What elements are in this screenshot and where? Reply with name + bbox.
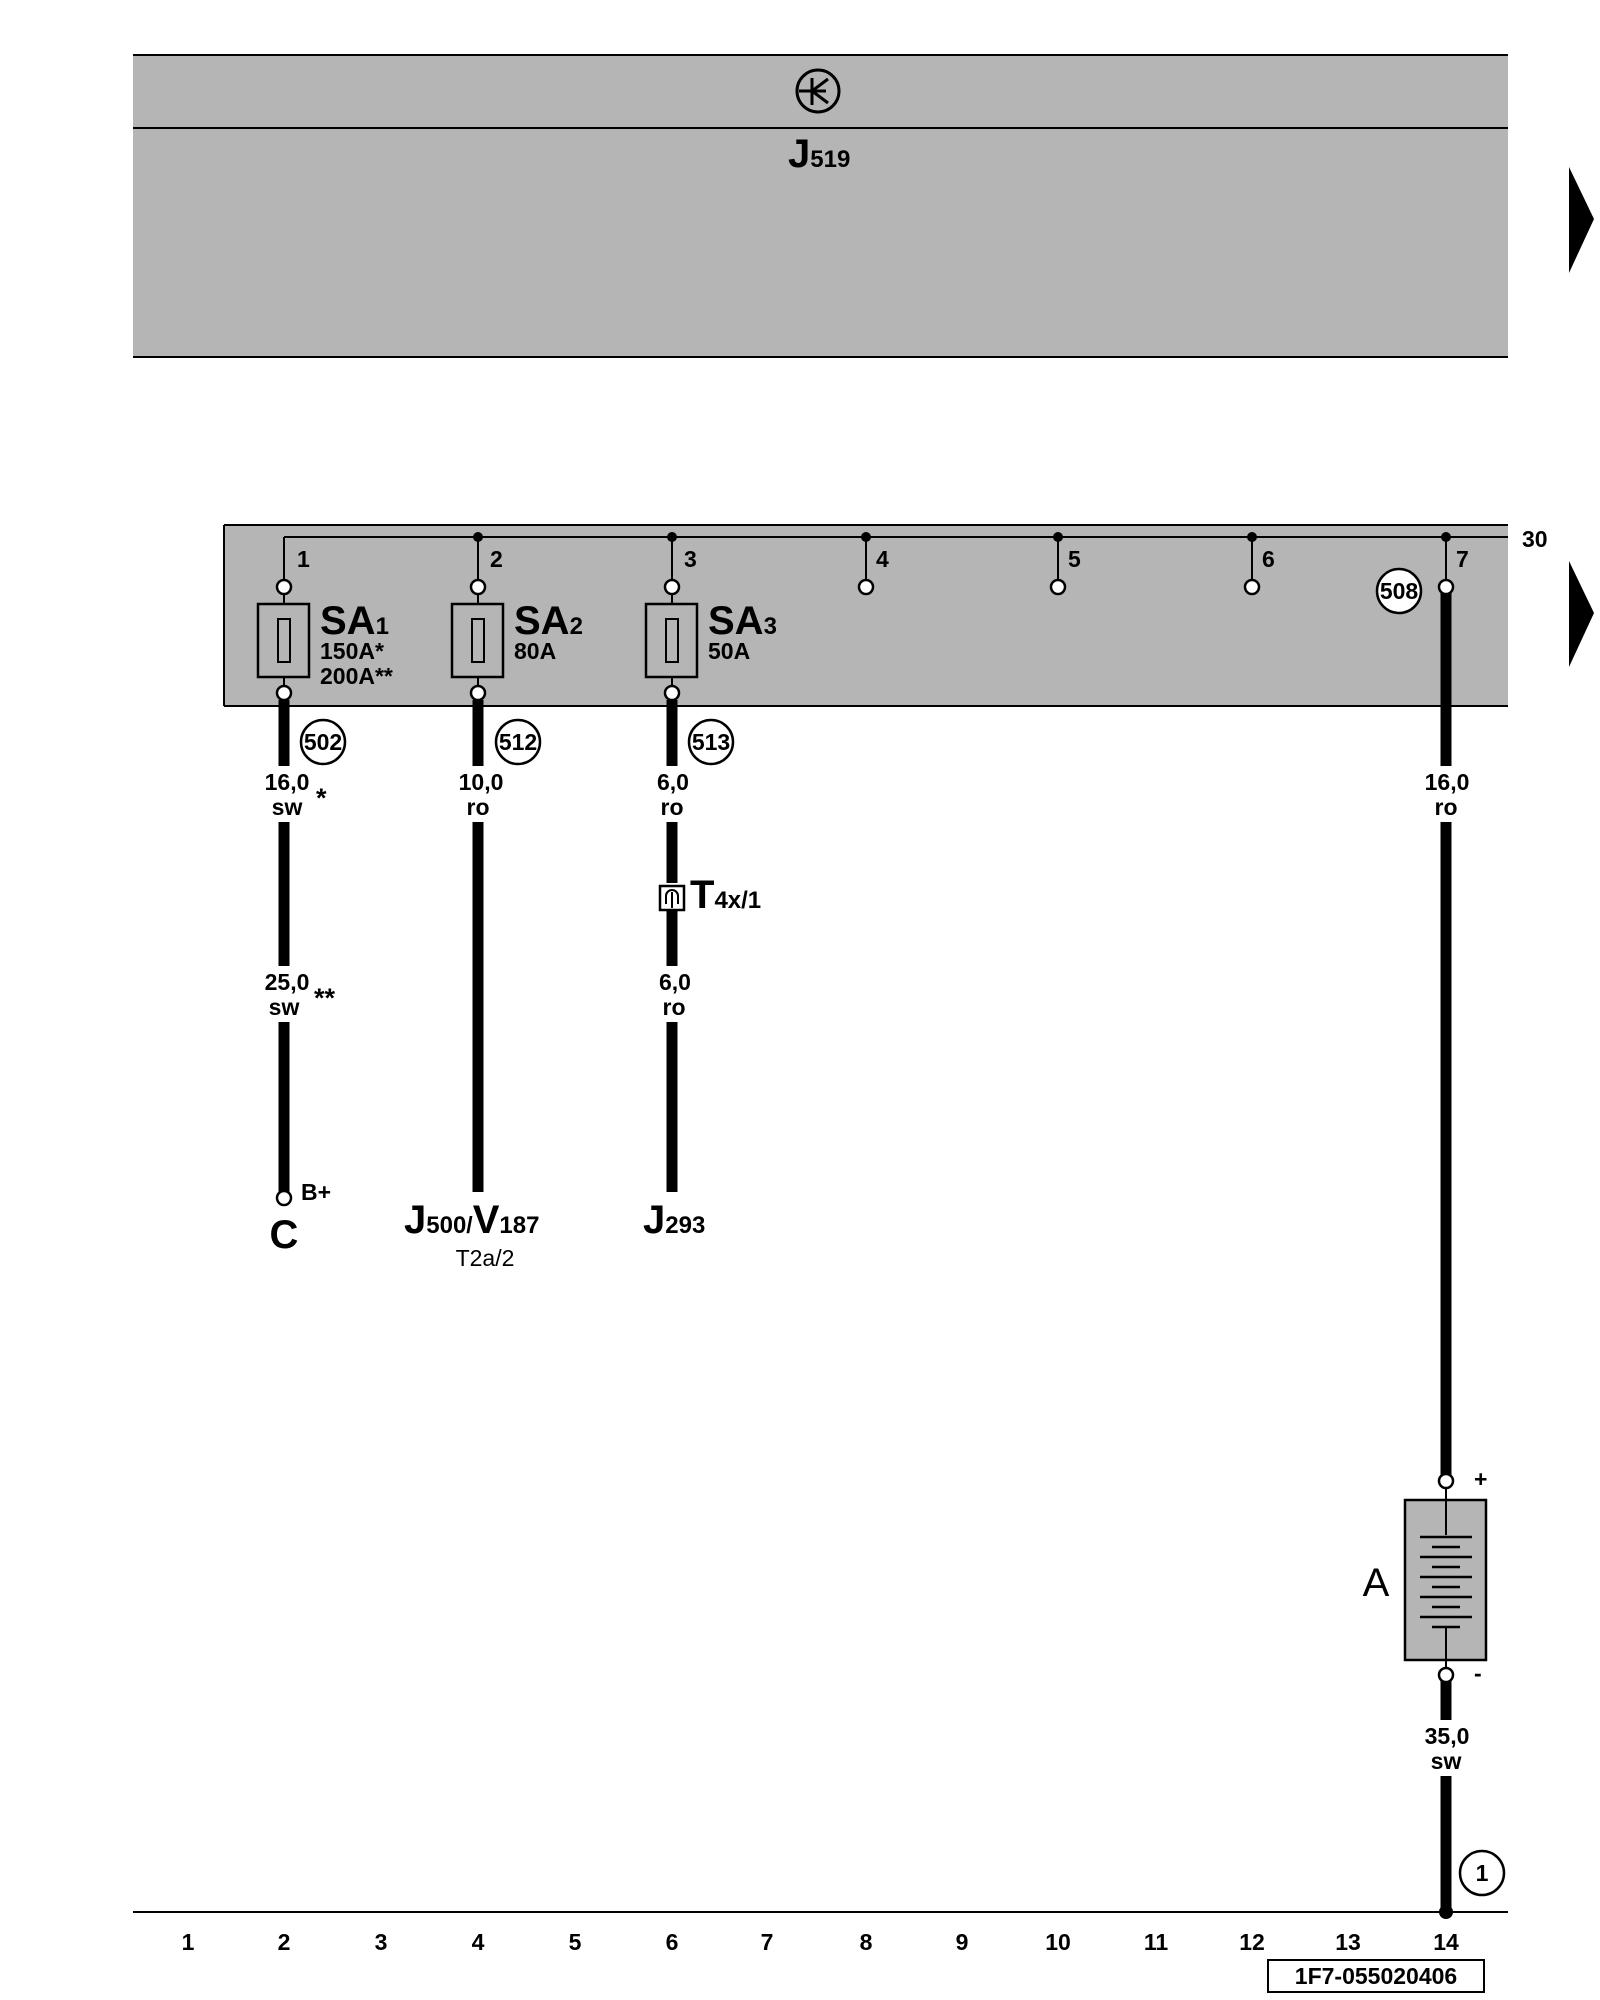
wire-size: 16,0 xyxy=(265,769,310,795)
svg-text:502: 502 xyxy=(304,729,342,755)
battery-a: + - A xyxy=(1363,1466,1488,1686)
battery-minus-label: - xyxy=(1474,1660,1482,1686)
fuse-rating: 80A xyxy=(514,638,556,664)
fuse-sa3: SA3 50A xyxy=(644,578,777,702)
fuse-sa1: SA1 150A* 200A** xyxy=(256,578,393,702)
component-name: C xyxy=(270,1213,299,1257)
connector-t4x: T4x/1 xyxy=(658,873,761,917)
svg-text:11: 11 xyxy=(1144,1929,1169,1955)
fuse-box xyxy=(223,524,1508,707)
terminal-node xyxy=(1243,578,1261,596)
wire-color: sw xyxy=(269,994,300,1020)
wire-size: 10,0 xyxy=(459,769,504,795)
control-unit-j519: J519 xyxy=(133,54,1508,358)
column-ruler: 1 2 3 4 5 6 7 8 9 10 11 12 13 14 xyxy=(182,1929,1459,1955)
fuse-label: SA3 xyxy=(708,599,777,643)
component-name: J293 xyxy=(643,1198,705,1242)
terminal-number: 4 xyxy=(876,546,889,572)
bus-bar-30: 30 xyxy=(283,526,1548,584)
fuse-label: SA2 xyxy=(514,599,583,643)
svg-text:1F7-055020406: 1F7-055020406 xyxy=(1295,1963,1457,1989)
fuse-sa2: SA2 80A xyxy=(450,578,583,702)
terminal-node xyxy=(1437,578,1455,596)
svg-text:1: 1 xyxy=(1476,1860,1489,1886)
terminal-number: 6 xyxy=(1262,546,1275,572)
terminal-number: 5 xyxy=(1068,546,1081,572)
component-pin: T2a/2 xyxy=(456,1245,515,1271)
reference-circle: 502 xyxy=(299,718,347,766)
svg-text:512: 512 xyxy=(499,729,537,755)
battery-plus-label: + xyxy=(1474,1466,1487,1492)
terminal-number: 2 xyxy=(490,546,503,572)
wire-color: sw xyxy=(1431,1748,1462,1774)
svg-text:508: 508 xyxy=(1380,578,1419,604)
svg-text:6: 6 xyxy=(666,1929,679,1955)
svg-text:10: 10 xyxy=(1045,1929,1071,1955)
reference-circle: 508 xyxy=(1375,567,1423,615)
component-j500-v187: J500/V187 T2a/2 xyxy=(404,1198,539,1271)
diagram-code: 1F7-055020406 xyxy=(1267,1959,1485,1993)
wire-size: 16,0 xyxy=(1425,769,1470,795)
component-j293: J293 xyxy=(643,1198,705,1242)
reference-circle: 512 xyxy=(494,718,542,766)
wire-color: ro xyxy=(467,794,490,820)
ground-node xyxy=(1439,1905,1453,1919)
wire-mark: ** xyxy=(314,983,336,1013)
component-name: J500/V187 xyxy=(404,1198,539,1242)
wire-size: 25,0 xyxy=(265,969,310,995)
svg-text:3: 3 xyxy=(375,1929,388,1955)
wire-size: 6,0 xyxy=(657,769,689,795)
terminal-node xyxy=(1049,578,1067,596)
svg-text:13: 13 xyxy=(1335,1929,1361,1955)
terminal-number: 1 xyxy=(297,546,310,572)
svg-text:1: 1 xyxy=(182,1929,195,1955)
svg-text:2: 2 xyxy=(278,1929,291,1955)
fuse-rating: 150A* xyxy=(320,638,384,664)
wire-color: sw xyxy=(272,794,303,820)
terminal-number: 7 xyxy=(1456,546,1469,572)
terminal-node xyxy=(857,578,875,596)
component-pin: B+ xyxy=(301,1179,331,1205)
svg-text:12: 12 xyxy=(1239,1929,1265,1955)
steering-lock-icon xyxy=(795,68,841,114)
svg-text:5: 5 xyxy=(569,1929,582,1955)
fuse-label: SA1 xyxy=(320,599,389,643)
component-c: B+ C xyxy=(270,1179,331,1257)
control-unit-label: J519 xyxy=(788,132,850,176)
reference-circle: 1 xyxy=(1458,1849,1506,1897)
svg-text:9: 9 xyxy=(956,1929,969,1955)
wire-color: ro xyxy=(661,794,684,820)
wire-size: 6,0 xyxy=(659,969,691,995)
connector-label: T4x/1 xyxy=(690,873,761,917)
reference-circle: 513 xyxy=(687,718,735,766)
terminal-number: 3 xyxy=(684,546,697,572)
svg-text:7: 7 xyxy=(761,1929,774,1955)
battery-name: A xyxy=(1363,1561,1390,1605)
svg-text:4: 4 xyxy=(472,1929,485,1955)
svg-text:8: 8 xyxy=(860,1929,873,1955)
wire-mark: * xyxy=(316,783,327,813)
page-next-arrow-icon[interactable] xyxy=(1569,561,1594,667)
svg-text:14: 14 xyxy=(1433,1929,1459,1955)
wire-size: 35,0 xyxy=(1425,1723,1470,1749)
wire-color: ro xyxy=(663,994,686,1020)
page-next-arrow-icon[interactable] xyxy=(1569,167,1594,273)
fuse-rating: 200A** xyxy=(320,663,393,689)
fuse-rating: 50A xyxy=(708,638,750,664)
wire-color: ro xyxy=(1435,794,1458,820)
bus-label: 30 xyxy=(1522,526,1548,552)
svg-text:513: 513 xyxy=(692,729,730,755)
